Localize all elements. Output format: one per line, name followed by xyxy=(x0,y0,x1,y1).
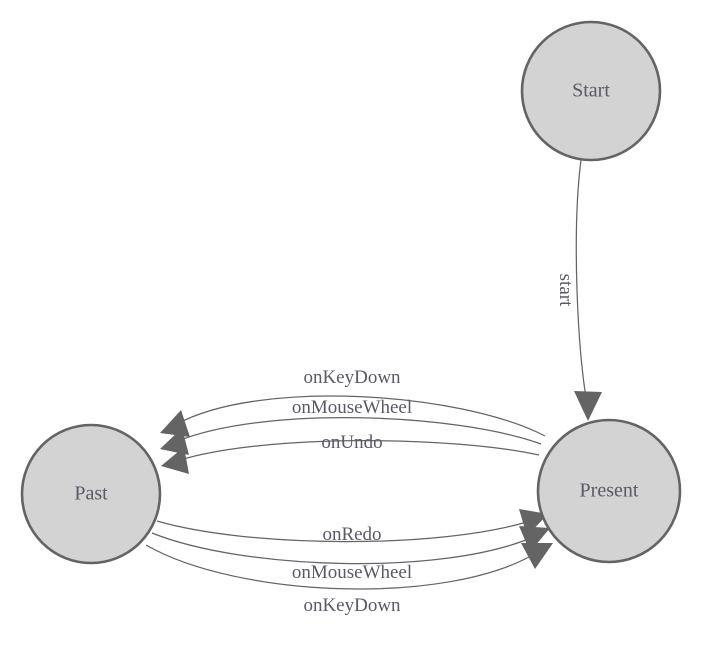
node-start-circle xyxy=(520,20,662,162)
arrowhead-past-present-3 xyxy=(521,543,553,569)
node-start[interactable]: Start xyxy=(520,20,662,162)
edge-past-present-onmousewheel[interactable]: onMouseWheel xyxy=(151,526,550,583)
edge-path-start-present xyxy=(575,159,588,405)
node-start-label: Start xyxy=(572,80,610,102)
node-present-label: Present xyxy=(580,480,639,502)
edge-path-past-present-2 xyxy=(151,532,534,565)
arrowhead-start-present xyxy=(574,391,602,421)
edge-path-past-present-3 xyxy=(145,544,537,590)
edge-label-present-past-2: onMouseWheel xyxy=(292,397,412,418)
node-present[interactable]: Present xyxy=(536,418,682,564)
edge-path-present-past-1 xyxy=(176,395,546,437)
edge-label-past-present-2: onMouseWheel xyxy=(292,562,412,583)
edge-label-present-past-3: onUndo xyxy=(321,432,382,453)
edge-path-present-past-2 xyxy=(177,416,542,445)
node-past-label: Past xyxy=(74,483,108,505)
node-past-circle xyxy=(20,423,162,565)
edge-path-present-past-3 xyxy=(179,440,540,461)
edge-past-present-onredo[interactable]: onRedo xyxy=(156,509,548,545)
edge-path-past-present-1 xyxy=(156,520,531,543)
edge-label-present-past-1: onKeyDown xyxy=(303,367,401,388)
arrowhead-present-past-2 xyxy=(160,428,189,455)
node-past[interactable]: Past xyxy=(20,423,162,565)
arrowhead-present-past-1 xyxy=(160,410,190,437)
edge-start-present[interactable]: start xyxy=(555,159,602,421)
arrowhead-present-past-3 xyxy=(161,447,189,474)
edge-label-start-present: start xyxy=(555,274,576,307)
node-present-circle xyxy=(536,418,682,564)
edge-present-past-onmousewheel[interactable]: onMouseWheel xyxy=(160,397,542,455)
edge-label-past-present-3: onKeyDown xyxy=(303,595,401,616)
edge-present-past-onundo[interactable]: onUndo xyxy=(161,432,540,474)
edge-label-past-present-1: onRedo xyxy=(322,524,381,545)
edge-past-present-onkeydown[interactable]: onKeyDown xyxy=(145,543,553,616)
arrowhead-past-present-2 xyxy=(519,526,550,552)
